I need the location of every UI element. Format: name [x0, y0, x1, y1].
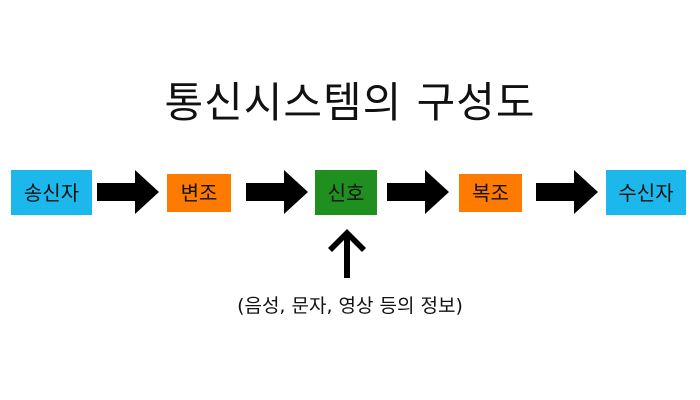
node-demodulation: 복조 — [459, 174, 522, 212]
node-sender: 송신자 — [11, 170, 92, 215]
right-arrow-icon — [246, 170, 308, 214]
node-modulation: 변조 — [167, 174, 231, 212]
right-arrow-icon — [387, 170, 449, 214]
signal-caption: (음성, 문자, 영상 등의 정보) — [237, 295, 463, 317]
node-signal: 신호 — [315, 170, 377, 215]
node-receiver: 수신자 — [606, 170, 686, 215]
right-arrow-icon — [536, 170, 598, 214]
diagram-title: 통신시스템의 구성도 — [164, 78, 536, 127]
up-arrow-icon — [328, 229, 366, 278]
right-arrow-icon — [97, 170, 159, 214]
